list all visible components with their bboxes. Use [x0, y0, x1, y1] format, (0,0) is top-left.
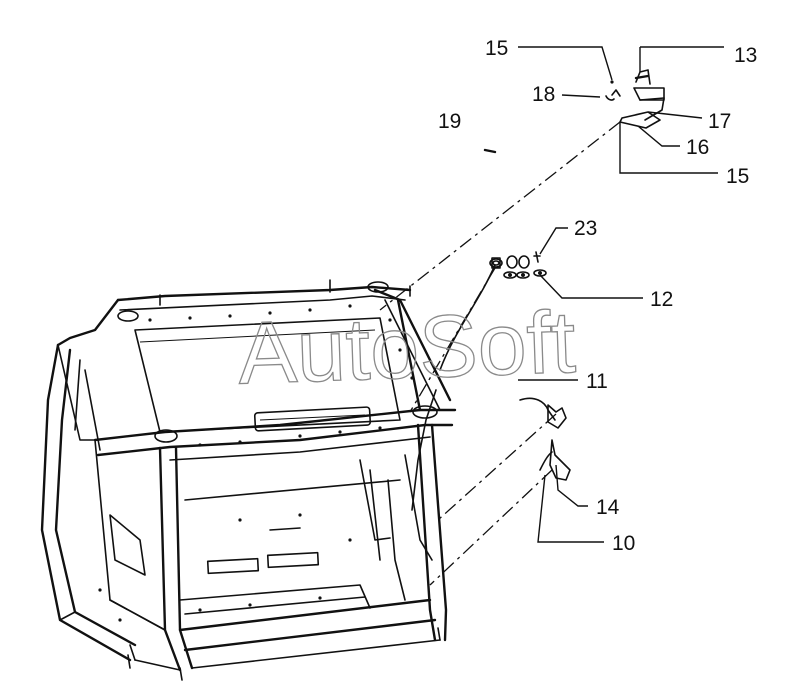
callout-13: 13	[734, 44, 757, 67]
callout-17: 17	[708, 110, 731, 133]
exploded-view-lines	[379, 121, 621, 586]
callout-23: 23	[574, 217, 597, 240]
callout-15-top: 15	[485, 37, 508, 60]
callout-14: 14	[596, 496, 620, 519]
callout-16: 16	[686, 136, 709, 159]
callout-19: 19	[438, 110, 461, 133]
latch-assembly	[483, 69, 665, 154]
callout-12: 12	[650, 288, 673, 311]
cab-frame	[40, 279, 457, 681]
rivet-dots	[98, 304, 414, 622]
callout-11: 11	[586, 370, 608, 393]
callout-10: 10	[612, 532, 635, 555]
leader-lines	[518, 46, 724, 543]
callout-labels: 15 13 18 19 17 16 15 23 12 11 14 10	[438, 37, 757, 555]
callout-18: 18	[532, 83, 555, 106]
watermark: AutoSoft	[236, 292, 577, 403]
hardware-items	[489, 251, 547, 279]
callout-15-bottom: 15	[726, 165, 749, 188]
